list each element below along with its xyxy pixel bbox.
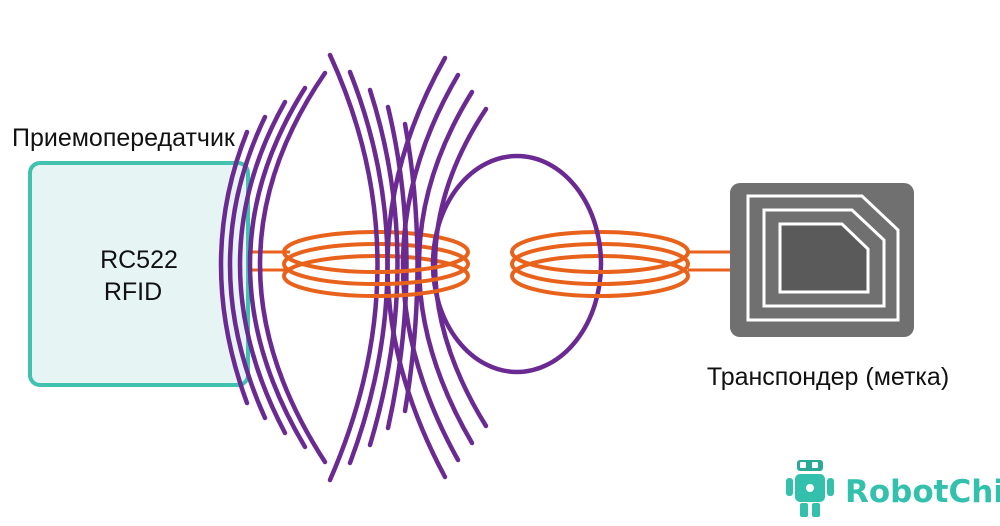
field-line-right-2 <box>400 72 461 463</box>
transponder-tag: Транспондер (метка) <box>707 183 949 391</box>
reader-model-line2: RFID <box>104 278 162 306</box>
tag-chip <box>778 222 870 294</box>
reader-model-line1: RC522 <box>100 246 178 274</box>
tag-antenna-inner <box>762 208 886 308</box>
field-line-mid-4 <box>385 104 409 431</box>
reader-title: Приемопередатчик <box>12 124 236 152</box>
field-loop-tag <box>430 153 604 375</box>
field-line-left-2 <box>247 85 308 450</box>
tag-antenna-outer <box>746 194 900 322</box>
field-line-left-5 <box>218 129 250 406</box>
robot-icon <box>786 460 834 517</box>
field-line-left-3 <box>237 99 288 436</box>
reader-module: Приемопередатчик RC522 RFID <box>12 124 250 387</box>
transponder-label: Транспондер (метка) <box>707 363 949 391</box>
robotchip-watermark: RobotChip <box>786 460 1000 517</box>
magnetic-field-lines <box>218 52 604 483</box>
tag-coil-front <box>510 251 690 298</box>
reader-coil-front <box>282 251 470 298</box>
reader-box <box>28 161 250 387</box>
field-line-right-3 <box>416 89 475 446</box>
field-line-left-4 <box>227 114 268 421</box>
brand-name: RobotChip <box>845 474 1000 510</box>
field-line-mid-1 <box>327 52 380 483</box>
field-line-mid-3 <box>367 87 400 448</box>
field-line-right-1 <box>385 55 448 480</box>
field-line-left-1 <box>257 70 328 465</box>
